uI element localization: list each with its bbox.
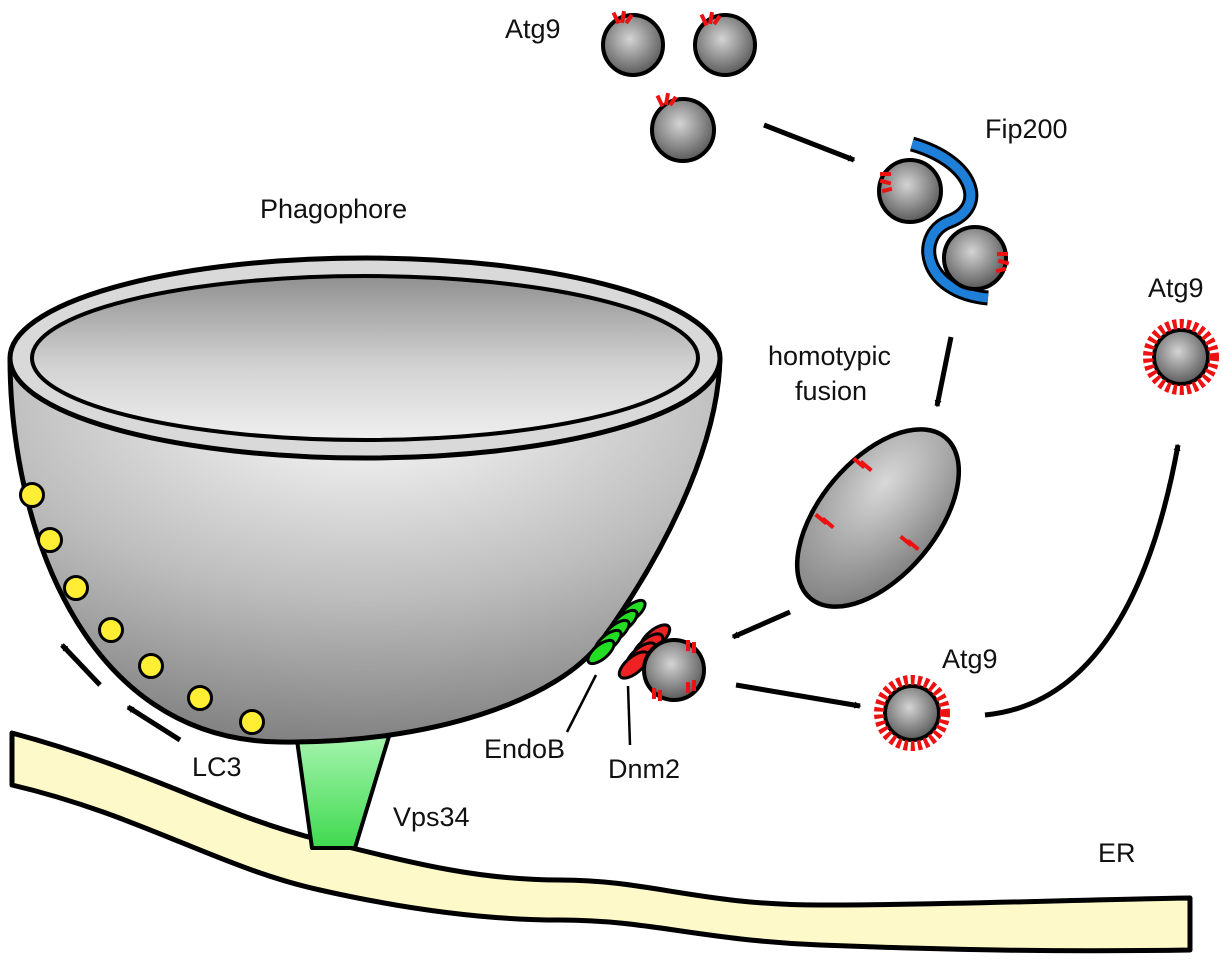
- atg9-vesicle: [695, 12, 755, 75]
- label-fip200: Fip200: [985, 114, 1068, 144]
- label-vps34: Vps34: [393, 802, 470, 832]
- arrow-to-fusion: [937, 337, 951, 406]
- label-atg9-right: Atg9: [1148, 273, 1204, 303]
- arrow-to-fip200: [764, 125, 854, 160]
- leader-lines: [567, 675, 630, 745]
- label-atg9-mid: Atg9: [942, 644, 998, 674]
- lc3-dot: [140, 655, 163, 678]
- label-dnm2: Dnm2: [608, 754, 680, 784]
- arrow-to-atg9-mid: [736, 685, 860, 706]
- er-membrane: [12, 733, 1190, 951]
- label-atg9-top: Atg9: [505, 14, 561, 44]
- label-fusion: fusion: [795, 376, 867, 406]
- fip200-complex: [879, 144, 1009, 298]
- fip200-vesicle: [944, 227, 1009, 289]
- lc3-dot: [65, 577, 88, 600]
- vps34-complex: [296, 733, 390, 848]
- label-lc3: LC3: [192, 752, 242, 782]
- arrow-to-phagophore: [733, 612, 790, 637]
- fused-vesicle: [766, 400, 990, 635]
- lc3-dot: [189, 687, 212, 710]
- atg9-rich-vesicle-right: [1148, 324, 1214, 390]
- lc3-dot: [21, 484, 44, 507]
- lc3-dot: [39, 529, 62, 552]
- lc3-dot: [241, 711, 264, 734]
- arrow-to-atg9-right: [985, 445, 1178, 715]
- lc3-dot: [100, 619, 123, 642]
- fip200-vesicle: [879, 160, 941, 222]
- atg9-rich-vesicle-mid: [879, 680, 945, 746]
- budding-vesicle: [644, 640, 704, 701]
- phagophore: [10, 258, 720, 742]
- atg9-vesicle: [603, 11, 663, 75]
- label-phagophore: Phagophore: [260, 194, 407, 224]
- atg9-vesicle: [652, 93, 714, 161]
- label-er: ER: [1098, 838, 1136, 868]
- atg9-vesicles-top: [603, 11, 755, 161]
- label-endob: EndoB: [484, 734, 565, 764]
- label-homotypic: homotypic: [768, 341, 891, 371]
